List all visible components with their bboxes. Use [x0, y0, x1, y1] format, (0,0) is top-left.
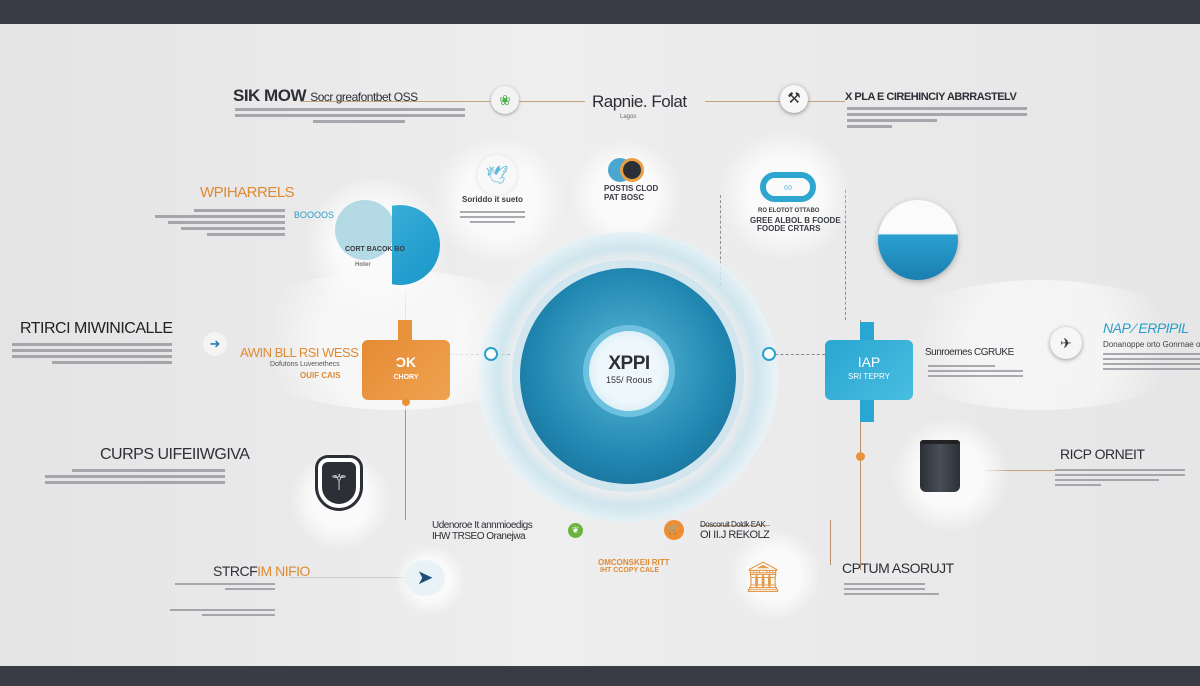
card-tab: [860, 400, 874, 422]
heading-part: STRCF: [213, 563, 258, 579]
section-heading: CURPS UIFEIIWGIVA: [100, 446, 250, 463]
bubble-shape: [335, 200, 395, 260]
cloud-label: FOODE CRTARS: [757, 224, 821, 233]
section-heading: Sunroernes CGRUKE: [925, 347, 1014, 358]
bottom-bar: [0, 666, 1200, 686]
temple-icon: 🏛: [743, 561, 783, 594]
rings-icon: [608, 158, 656, 182]
section-text: Doscoruit Doldk EAK: [700, 520, 766, 529]
leaf-icon: ❦: [568, 523, 583, 538]
page-title: Rapnie. Folat: [592, 92, 687, 111]
section-heading: RTIRCI MIWINICALLE: [20, 320, 173, 337]
card-title: IAP: [857, 354, 881, 370]
body-text-lines: [45, 466, 225, 487]
top-bar: [0, 0, 1200, 24]
connector-line: [700, 525, 770, 526]
section-text: OMCONSKEII RITT: [598, 558, 670, 567]
page-subtitle: Lagos: [620, 114, 637, 120]
heading-part: IM NIFIO: [257, 563, 310, 579]
section-tag: BOOOOS: [294, 210, 335, 220]
cloud-label: PAT BOSC: [604, 193, 645, 202]
connector-line: [845, 190, 846, 320]
infinity-icon: ∞: [760, 172, 816, 202]
section-heading: STRCFIM NIFIO: [213, 563, 310, 579]
section-text: OUIF CAIS: [300, 371, 341, 380]
center-hub: XPPI 155/ Roous: [583, 325, 675, 417]
section-text: IHT CCOPY CALE: [600, 567, 659, 574]
card-subtitle: CHORY: [393, 374, 419, 381]
node-dot: [856, 452, 865, 461]
section-heading: WPIHARRELS: [200, 184, 295, 201]
node-dot: [402, 398, 410, 406]
bird-icon: 🕊: [477, 155, 517, 195]
section-text: Udenoroe It annmioedigs: [432, 520, 533, 531]
cloud-shape: [880, 280, 1200, 410]
body-text-lines: [1055, 466, 1185, 489]
orange-card[interactable]: ƆK CHORY: [362, 340, 450, 400]
blue-card[interactable]: IAP SRI TEPRY: [825, 340, 913, 400]
cloud-label: POSTIS CLOD: [604, 184, 659, 193]
section-heading: NAP ⁄ ERPIPIL: [1103, 320, 1189, 336]
card-tab: [860, 322, 874, 344]
trash-bin-icon: [920, 440, 960, 492]
cloud-label: GREE ALBOL B FOODE: [750, 216, 841, 225]
section-text: OI II.J REKOLZ: [700, 529, 770, 541]
cloud-label: RO ELOTOT OTTABO: [758, 208, 820, 214]
connector-line: [770, 354, 825, 355]
top-right-heading: X PLA E CIREHINCIY ABRRASTELV: [845, 91, 1017, 103]
body-text-lines: [12, 340, 172, 367]
card-title: ƆK: [395, 354, 417, 370]
top-left-heading: SIK MOW Socr greafontbet OSS: [233, 86, 418, 106]
gauge-icon: [484, 347, 498, 361]
body-text-lines: [235, 105, 465, 126]
wave-icon: [878, 200, 958, 280]
body-text-lines: [460, 208, 525, 226]
section-heading: AWIN BLL RSI WESS: [240, 345, 359, 360]
connector-line: [860, 320, 861, 570]
tool-icon: ⚒: [780, 85, 808, 113]
card-subtitle: SRI TEPRY: [848, 372, 890, 381]
connector-line: [705, 101, 845, 102]
connector-line: [290, 577, 410, 578]
body-text-lines: [847, 104, 1027, 131]
heading-rest: Socr greafontbet OSS: [310, 90, 418, 104]
card-tab: [398, 320, 412, 342]
leaf-badge-icon: ❀: [491, 86, 519, 114]
section-heading: CPTUM ASORUJT: [842, 560, 954, 576]
body-text-lines: [928, 362, 1023, 380]
body-text-lines: [155, 206, 285, 239]
section-text: Donanoppe orto Gonrnae oon: [1103, 340, 1200, 349]
section-heading: RICP ORNEIT: [1060, 446, 1145, 462]
cloud-heading: Soriddo it sueto: [462, 195, 523, 204]
body-text-lines: [844, 580, 939, 598]
section-text: Dofutons Luvenethecs: [270, 361, 340, 368]
shield-icon: ⚚: [318, 458, 360, 508]
cloud-shape: [730, 530, 820, 620]
connector-line: [300, 101, 585, 102]
cloud-shape: [720, 130, 850, 260]
connector-line: [830, 520, 831, 565]
body-text-lines: [175, 580, 275, 593]
tool-icon: ✈: [1050, 327, 1082, 359]
heading-text: SIK MOW: [233, 86, 307, 105]
rocket-icon: ➤: [405, 560, 445, 596]
gauge-icon: [762, 347, 776, 361]
center-subtitle: 155/ Roous: [605, 375, 653, 385]
cloud-sublabel: Hoter: [355, 262, 371, 268]
section-text: IHW TRSEO Oranejwa: [432, 531, 526, 542]
cart-icon: 🛒: [664, 520, 684, 540]
body-text-lines: [170, 606, 275, 619]
cloud-label: CORT BACOK BO: [345, 246, 405, 253]
connector-line: [720, 195, 721, 285]
arrow-icon: ➜: [203, 332, 227, 356]
center-title: XPPI: [608, 353, 650, 374]
body-text-lines: [1103, 350, 1200, 373]
